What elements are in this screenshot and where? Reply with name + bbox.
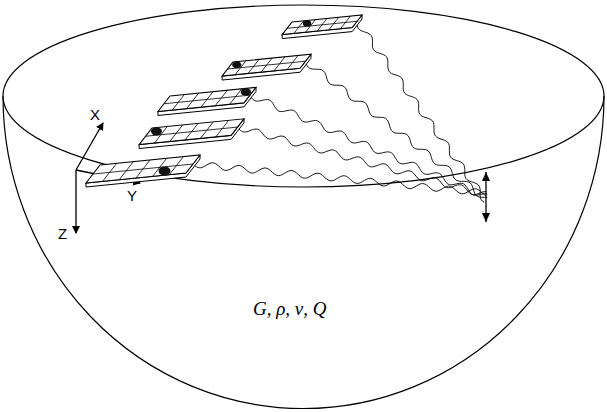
- spring: [357, 21, 484, 202]
- source-dot: [303, 20, 311, 26]
- source-dot: [159, 167, 171, 176]
- medium-parameters: G, ρ, ν, Q: [253, 299, 327, 318]
- plate: [158, 87, 256, 115]
- source-dot: [241, 88, 251, 96]
- spring: [306, 61, 488, 197]
- axis-label: Y: [127, 188, 137, 203]
- source-dot: [151, 127, 162, 135]
- plate: [139, 119, 244, 149]
- source-dot: [232, 61, 241, 68]
- hemisphere-outline: [3, 96, 604, 409]
- surface-ellipse: [3, 5, 604, 187]
- plate: [282, 15, 362, 39]
- springs: [193, 21, 487, 202]
- plate: [222, 54, 311, 80]
- vibration-arrow: [485, 172, 486, 222]
- axis-label: X: [90, 107, 100, 122]
- axis-label: Z: [58, 226, 67, 241]
- foundation-plates: [86, 15, 362, 187]
- spring: [193, 163, 486, 196]
- plate: [86, 155, 200, 187]
